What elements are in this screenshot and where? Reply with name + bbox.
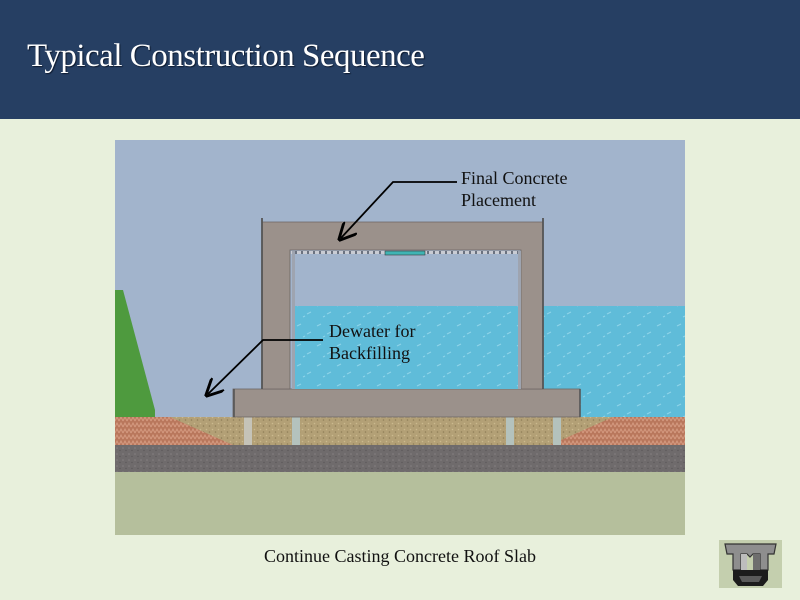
callout-line: Dewater for — [329, 321, 416, 341]
cross-section-illustration — [115, 140, 685, 535]
callout-line: Backfilling — [329, 343, 410, 363]
callout-line: Placement — [461, 190, 536, 210]
rebar-left — [292, 251, 295, 389]
arrow-final-placement — [341, 181, 457, 238]
slide-header: Typical Construction Sequence — [0, 0, 800, 119]
inner-water — [292, 306, 520, 389]
pile — [244, 417, 252, 445]
backfill-right — [550, 417, 685, 445]
organization-logo-icon — [719, 540, 782, 588]
slide-title: Typical Construction Sequence — [27, 38, 425, 74]
arrow-dewater — [208, 339, 323, 394]
callout-line: Final Concrete — [461, 168, 568, 188]
pile — [292, 417, 300, 445]
backfill-left — [115, 417, 233, 445]
rebar-right — [518, 251, 521, 389]
ground — [115, 472, 685, 535]
base-slab — [232, 388, 581, 418]
roof-joint — [384, 250, 426, 256]
pile — [506, 417, 514, 445]
pile — [553, 417, 561, 445]
callout-dewater-for-backfilling: Dewater for Backfilling — [329, 320, 415, 364]
callout-final-concrete-placement: Final Concrete Placement — [461, 167, 567, 211]
embankment-hill — [115, 290, 155, 417]
diagram-caption: Continue Casting Concrete Roof Slab — [264, 546, 536, 566]
construction-diagram: Final Concrete Placement Dewater for Bac… — [115, 140, 685, 535]
bedding-layer — [115, 445, 685, 472]
